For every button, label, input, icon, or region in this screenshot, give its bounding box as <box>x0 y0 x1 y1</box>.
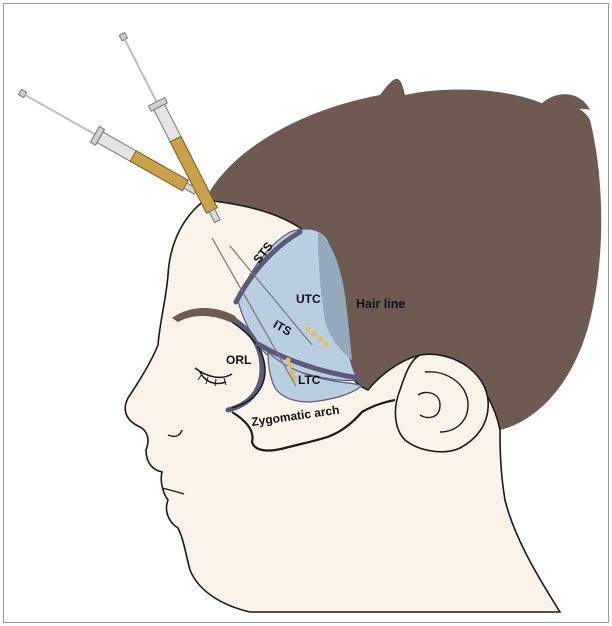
injection-dot <box>285 357 290 362</box>
label-utc: UTC <box>296 292 321 306</box>
injection-dot <box>305 326 310 331</box>
injection-dot <box>311 331 316 336</box>
injection-dot <box>317 336 322 341</box>
injection-dot <box>289 369 294 374</box>
label-ltc: LTC <box>298 373 321 387</box>
injection-dot <box>323 341 328 346</box>
injection-dot <box>287 363 292 368</box>
label-orl: ORL <box>226 353 251 367</box>
label-hair-line: Hair line <box>356 297 405 311</box>
